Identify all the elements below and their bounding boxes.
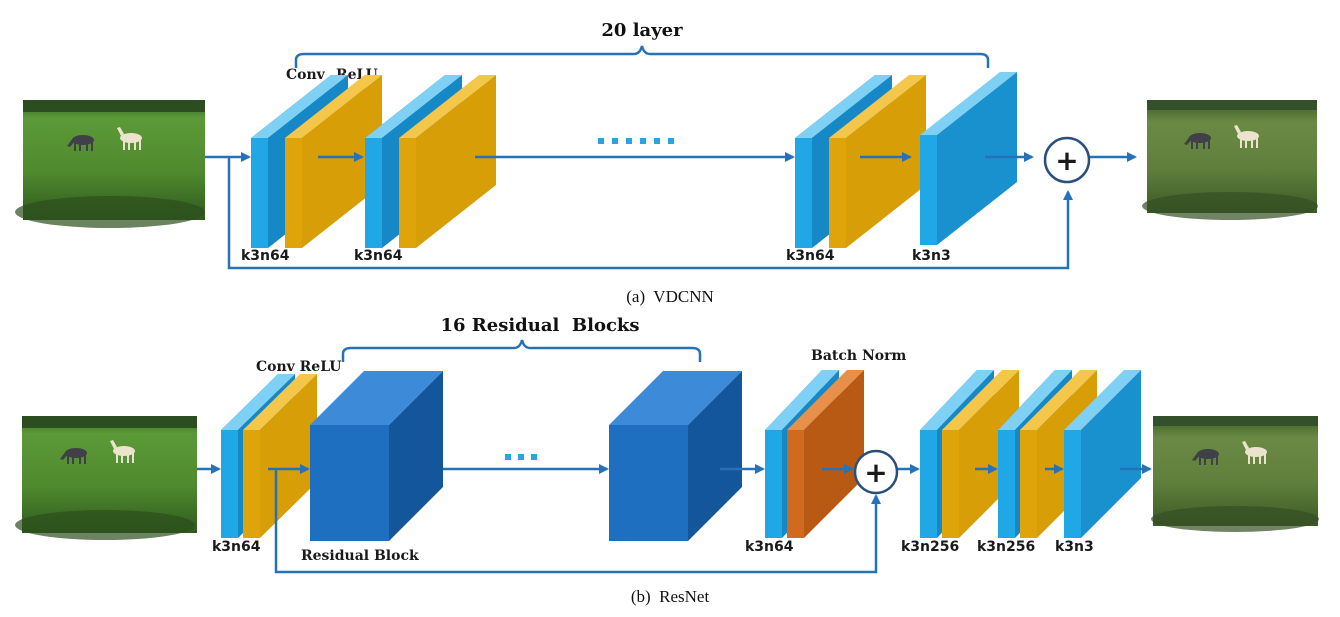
resnet-residual-block-label: Residual Block (301, 548, 419, 564)
vdcnn-kernel-label-3: k3n64 (786, 248, 835, 264)
vdcnn-final-conv-layer (920, 72, 1017, 245)
resnet-residual-block-2 (609, 371, 742, 541)
vdcnn-output-image (1142, 100, 1318, 220)
resnet-final-conv-layer (1064, 370, 1141, 538)
resnet-conv-batchnorm (765, 370, 864, 538)
resnet-residual-block-1 (310, 371, 443, 541)
resnet-kernel-label-3: k3n256 (901, 539, 959, 555)
vdcnn-kernel-label-2: k3n64 (354, 248, 403, 264)
vdcnn-layer-group-2 (365, 75, 496, 248)
resnet-diagram: 16 Residual Blocks Conv ReLU Batch Norm … (15, 315, 1319, 606)
vdcnn-add-node: + (1043, 136, 1091, 184)
resnet-conv-relu-label: Conv ReLU (256, 359, 342, 375)
resnet-first-conv-relu (221, 374, 317, 538)
resnet-bracket-title: 16 Residual Blocks (440, 315, 639, 336)
resnet-arrows (197, 464, 1152, 574)
vdcnn-bracket (294, 45, 990, 68)
vdcnn-bracket-title: 20 layer (601, 20, 683, 41)
vdcnn-kernel-label-1: k3n64 (241, 248, 290, 264)
resnet-kernel-label-1: k3n64 (212, 539, 261, 555)
vdcnn-conv-label: Conv (286, 67, 326, 83)
vdcnn-layer-group-1 (251, 75, 382, 248)
resnet-bracket (341, 339, 702, 362)
vdcnn-ellipsis-dots (598, 138, 674, 144)
resnet-conv-relu-256-1 (920, 370, 1019, 538)
vdcnn-diagram: 20 layer Conv ReLU (15, 20, 1318, 306)
vdcnn-caption: (a) VDCNN (626, 287, 714, 306)
vdcnn-conv-layer (251, 138, 268, 248)
resnet-plus-symbol: + (864, 456, 887, 489)
resnet-add-node: + (853, 449, 899, 495)
resnet-output-image (1151, 416, 1319, 532)
vdcnn-input-image (15, 100, 205, 228)
resnet-batch-norm-label: Batch Norm (811, 348, 906, 364)
vdcnn-layer-group-3 (795, 75, 926, 248)
vdcnn-plus-symbol: + (1055, 144, 1078, 177)
vdcnn-arrows (205, 152, 1137, 270)
resnet-kernel-label-2: k3n64 (745, 539, 794, 555)
resnet-input-image (15, 416, 197, 540)
vdcnn-kernel-label-4: k3n3 (912, 248, 951, 264)
resnet-kernel-label-4: k3n256 (977, 539, 1035, 555)
resnet-kernel-label-5: k3n3 (1055, 539, 1094, 555)
resnet-caption: (b) ResNet (631, 587, 710, 606)
resnet-ellipsis-dots (505, 454, 537, 460)
